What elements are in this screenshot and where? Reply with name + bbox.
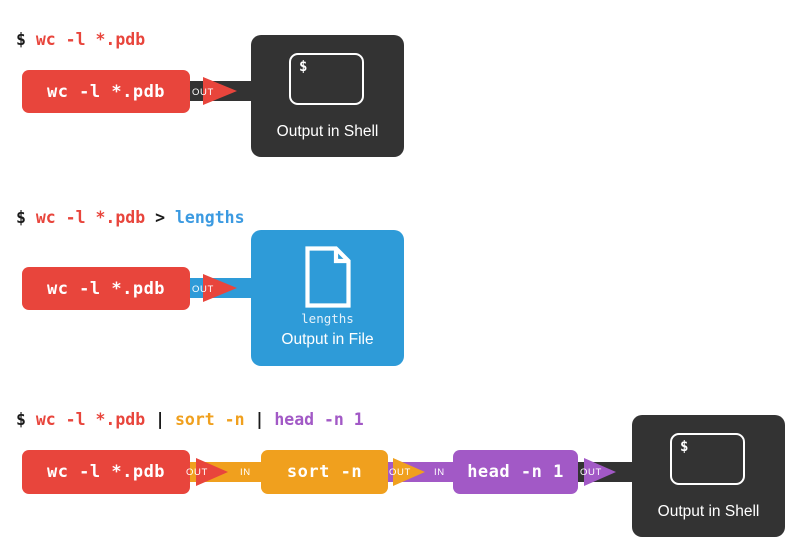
arrow-out-sort: [393, 458, 425, 486]
command-line-3: $ wc -l *.pdb | sort -n | head -n 1: [16, 410, 364, 429]
file-document-icon: [305, 246, 351, 308]
port-label-out-2: OUT: [192, 284, 214, 295]
terminal-screen-icon: $: [670, 433, 745, 485]
command-token-wc: wc -l *.pdb: [35, 208, 146, 227]
file-output-caption: Output in File: [281, 331, 374, 348]
arrow-out-wc-1: [203, 77, 237, 105]
command-token-wc: wc -l *.pdb: [35, 30, 146, 49]
command-line-1: $ wc -l *.pdb: [16, 30, 146, 49]
file-output-box: lengths Output in File: [251, 230, 404, 366]
command-token-wc: wc -l *.pdb: [35, 410, 146, 429]
port-label-in-head: IN: [434, 467, 445, 478]
space: [26, 410, 36, 429]
arrow-out-head: [584, 458, 616, 486]
shell-output-box-1: $ Output in Shell: [251, 35, 404, 157]
command-token-sort: sort -n: [174, 410, 245, 429]
stage-label-wc: wc -l *.pdb: [46, 81, 166, 102]
command-token-head: head -n 1: [274, 410, 364, 429]
command-token-pipe-2: |: [244, 410, 275, 429]
port-label-out-wc: OUT: [186, 467, 208, 478]
stage-label-wc: wc -l *.pdb: [46, 278, 166, 299]
command-token-filename: lengths: [174, 208, 245, 227]
stage-label-head: head -n 1: [467, 462, 564, 482]
prompt-symbol: $: [16, 208, 26, 227]
port-label-out-sort: OUT: [389, 467, 411, 478]
command-line-2: $ wc -l *.pdb > lengths: [16, 208, 245, 227]
terminal-prompt-symbol: $: [299, 59, 308, 75]
stage-pill-wc-1[interactable]: wc -l *.pdb: [22, 70, 190, 113]
stage-label-wc: wc -l *.pdb: [46, 462, 166, 482]
prompt-symbol: $: [16, 410, 26, 429]
port-label-out-1: OUT: [192, 87, 214, 98]
port-label-in-sort: IN: [240, 467, 251, 478]
stage-pill-wc-3[interactable]: wc -l *.pdb: [22, 450, 190, 494]
shell-output-caption: Output in Shell: [276, 123, 379, 140]
stage-pill-wc-2[interactable]: wc -l *.pdb: [22, 267, 190, 310]
port-label-out-head: OUT: [580, 467, 602, 478]
space: [26, 208, 36, 227]
stage-pill-head[interactable]: head -n 1: [453, 450, 578, 494]
terminal-prompt-symbol: $: [680, 439, 689, 455]
command-token-pipe-1: |: [145, 410, 175, 429]
arrow-out-wc-3: [196, 458, 228, 486]
prompt-symbol: $: [16, 30, 26, 49]
space: [26, 30, 36, 49]
terminal-screen-icon: $: [289, 53, 364, 105]
file-name-label: lengths: [301, 311, 354, 326]
stage-label-sort: sort -n: [286, 462, 363, 482]
shell-output-caption: Output in Shell: [657, 503, 760, 520]
arrow-out-wc-2: [203, 274, 237, 302]
command-token-redirect: >: [145, 208, 175, 227]
stage-pill-sort[interactable]: sort -n: [261, 450, 388, 494]
shell-output-box-2: $ Output in Shell: [632, 415, 785, 537]
